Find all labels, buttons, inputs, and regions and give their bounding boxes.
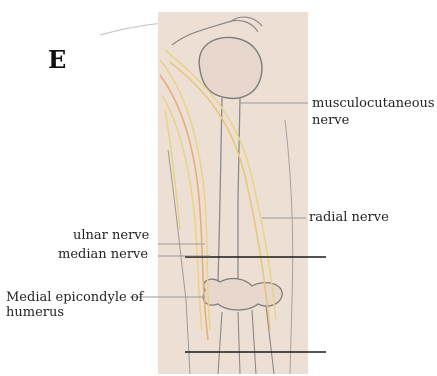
label-epicondyle-line2: humerus <box>6 305 64 320</box>
label-median-nerve: median nerve <box>58 247 148 262</box>
humeral-head <box>199 37 262 98</box>
panel-letter: E <box>48 45 66 74</box>
label-radial-nerve: radial nerve <box>309 210 389 225</box>
distal-humerus <box>203 279 282 310</box>
label-musculocutaneous-line2: nerve <box>312 113 350 128</box>
label-musculocutaneous-line1: musculocutaneous <box>312 96 435 111</box>
label-ulnar-nerve: ulnar nerve <box>73 228 150 243</box>
label-epicondyle-line1: Medial epicondyle of <box>6 290 145 305</box>
